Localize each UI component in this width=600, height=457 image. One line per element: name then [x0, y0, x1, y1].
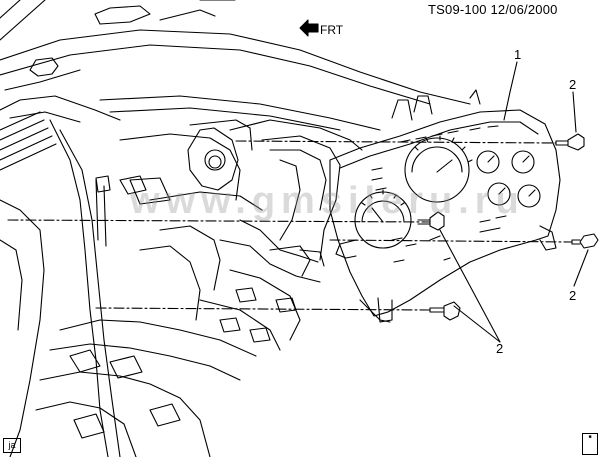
- gm-logo-icon: ■: [582, 433, 598, 455]
- watermark-text: www.gmsileru.ru: [130, 180, 525, 222]
- direction-label: FRT: [320, 23, 344, 37]
- callout-right-bolt: 2: [569, 288, 577, 303]
- defroster-grille: [0, 111, 57, 171]
- left-pillar: [0, 119, 121, 457]
- reference-code: TS09-100 12/06/2000: [428, 2, 558, 17]
- callout-upper-bolt: 2: [569, 77, 577, 92]
- windshield-frame: [0, 0, 471, 123]
- callout-instrument-cluster: 1: [514, 47, 522, 62]
- lower-dash: [35, 177, 297, 457]
- bolt-upper-right: [555, 133, 585, 151]
- artist-initials-box: ja: [3, 438, 21, 453]
- frt-arrow-icon: [299, 19, 319, 37]
- bolt-right: [571, 233, 599, 249]
- cluster-carrier: [139, 119, 363, 351]
- bolt-lower: [429, 301, 461, 321]
- bolt-center: [417, 211, 445, 231]
- alignment-lines: [7, 140, 573, 311]
- callout-lower-bolts: 2: [496, 341, 504, 356]
- callout-leaders: [439, 61, 589, 343]
- dash-pad: [95, 95, 381, 211]
